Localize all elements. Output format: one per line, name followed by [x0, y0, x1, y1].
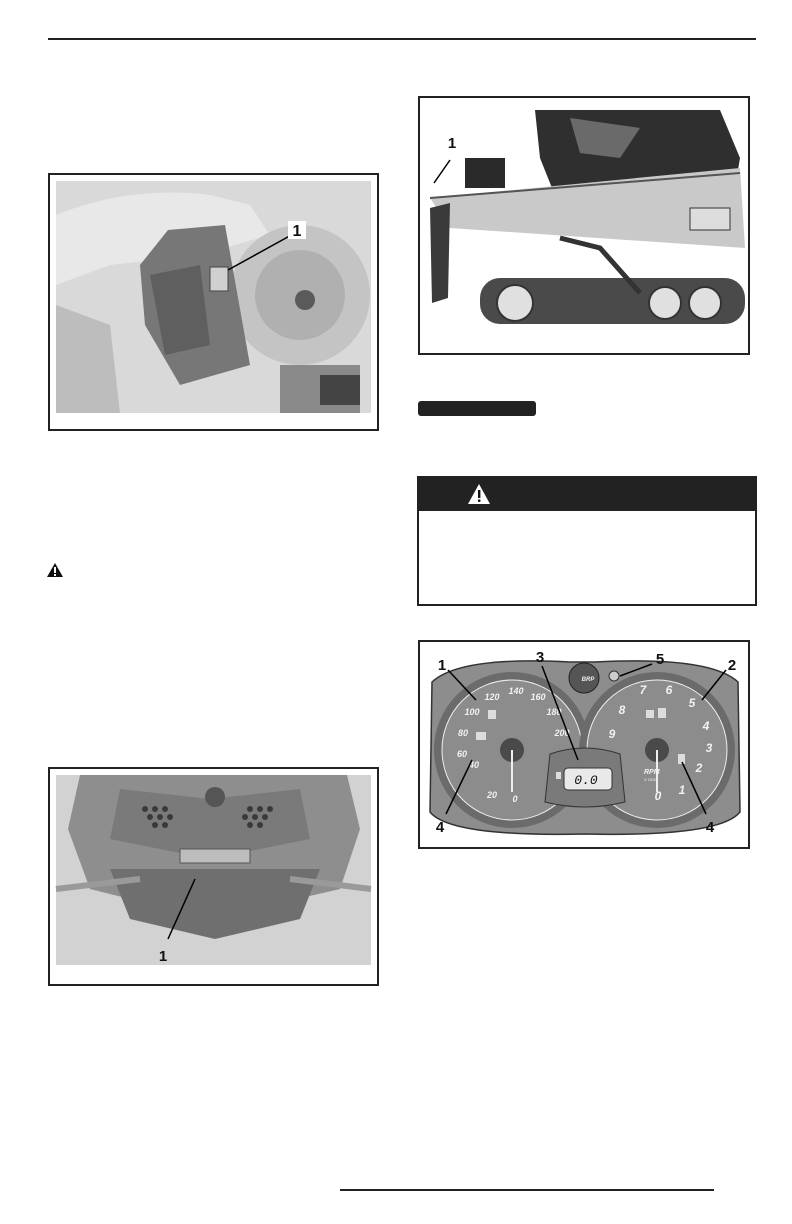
- air-intake-photo: 1: [56, 181, 371, 413]
- brp-logo-icon: [568, 662, 600, 694]
- gauge-cluster-illustration: 0 20 40 60 80 100 120 140 160 180 200 0: [429, 649, 741, 836]
- callout-1: 1: [293, 223, 302, 240]
- figure-gauge-cluster: 0 20 40 60 80 100 120 140 160 180 200 0: [418, 640, 750, 849]
- callout-1: 1: [438, 657, 446, 674]
- leader-line: [167, 878, 196, 940]
- tach-tick-5: 5: [689, 696, 696, 710]
- speed-tick-100: 100: [464, 707, 479, 717]
- grille: [179, 848, 251, 864]
- snow-flap: [430, 203, 450, 303]
- warning-icon: [468, 484, 490, 504]
- callout-4-left: 4: [436, 819, 445, 836]
- center-display: 0.0: [544, 747, 626, 808]
- speed-tick-160: 160: [530, 692, 545, 702]
- warning-box: [417, 476, 757, 606]
- front-grille-photo: 1: [55, 775, 372, 965]
- tach-tick-3: 3: [706, 741, 713, 755]
- leader-line: [227, 232, 296, 271]
- leader-line: [433, 159, 451, 184]
- speed-tick-120: 120: [484, 692, 499, 702]
- vent-holes-right: [242, 806, 273, 828]
- tach-tick-7: 7: [640, 683, 648, 697]
- tach-tick-6: 6: [666, 683, 673, 697]
- rpm-sublabel: X 1000: [644, 777, 657, 782]
- notice-label-bar: [418, 401, 536, 416]
- tach-tick-4: 4: [702, 719, 710, 733]
- indicator-icon: [658, 708, 666, 718]
- callout-1: 1: [159, 948, 167, 965]
- tach-tick-1: 1: [679, 783, 686, 797]
- header-rule: [48, 38, 756, 40]
- mode-button[interactable]: [608, 670, 620, 682]
- warning-header: [419, 478, 755, 511]
- battery-indicator-icon: [488, 710, 496, 719]
- callout-3: 3: [536, 649, 544, 666]
- speed-tick-0: 0: [512, 794, 517, 804]
- speed-tick-40: 40: [468, 760, 479, 770]
- tach-tick-0: 0: [655, 789, 662, 803]
- callout-4-right: 4: [706, 819, 715, 836]
- callout-5: 5: [656, 651, 664, 668]
- fuel-indicator-icon: [678, 754, 685, 764]
- callout-1: 1: [448, 135, 456, 152]
- speed-tick-80: 80: [458, 728, 468, 738]
- leader-lines: [445, 663, 727, 815]
- rear-flap-photo: 1: [429, 110, 745, 324]
- speed-tick-180: 180: [546, 707, 561, 717]
- indicator-icon: [646, 710, 654, 718]
- figure-air-intake: 1: [48, 173, 379, 431]
- speed-tick-140: 140: [508, 686, 523, 696]
- callout-2: 2: [728, 657, 736, 674]
- tach-tick-2: 2: [695, 761, 703, 775]
- figure-rear-flap: 1: [418, 96, 750, 355]
- speed-tick-60: 60: [457, 749, 467, 759]
- speed-tick-200: 200: [553, 728, 569, 738]
- speed-tick-20: 20: [486, 790, 497, 800]
- warning-lamp-icon: [476, 732, 486, 740]
- figure-front-grille: 1: [48, 767, 379, 986]
- odometer-display: 0.0: [574, 773, 598, 788]
- tach-tick-9: 9: [609, 727, 616, 741]
- tach-tick-8: 8: [619, 703, 626, 717]
- brp-logo-icon: [205, 787, 225, 807]
- footer-rule: [340, 1189, 714, 1191]
- vent-holes-left: [142, 806, 173, 828]
- warning-icon: [47, 563, 63, 577]
- rpm-label: RPM: [644, 769, 660, 776]
- brp-logo-text: BRP: [582, 677, 596, 683]
